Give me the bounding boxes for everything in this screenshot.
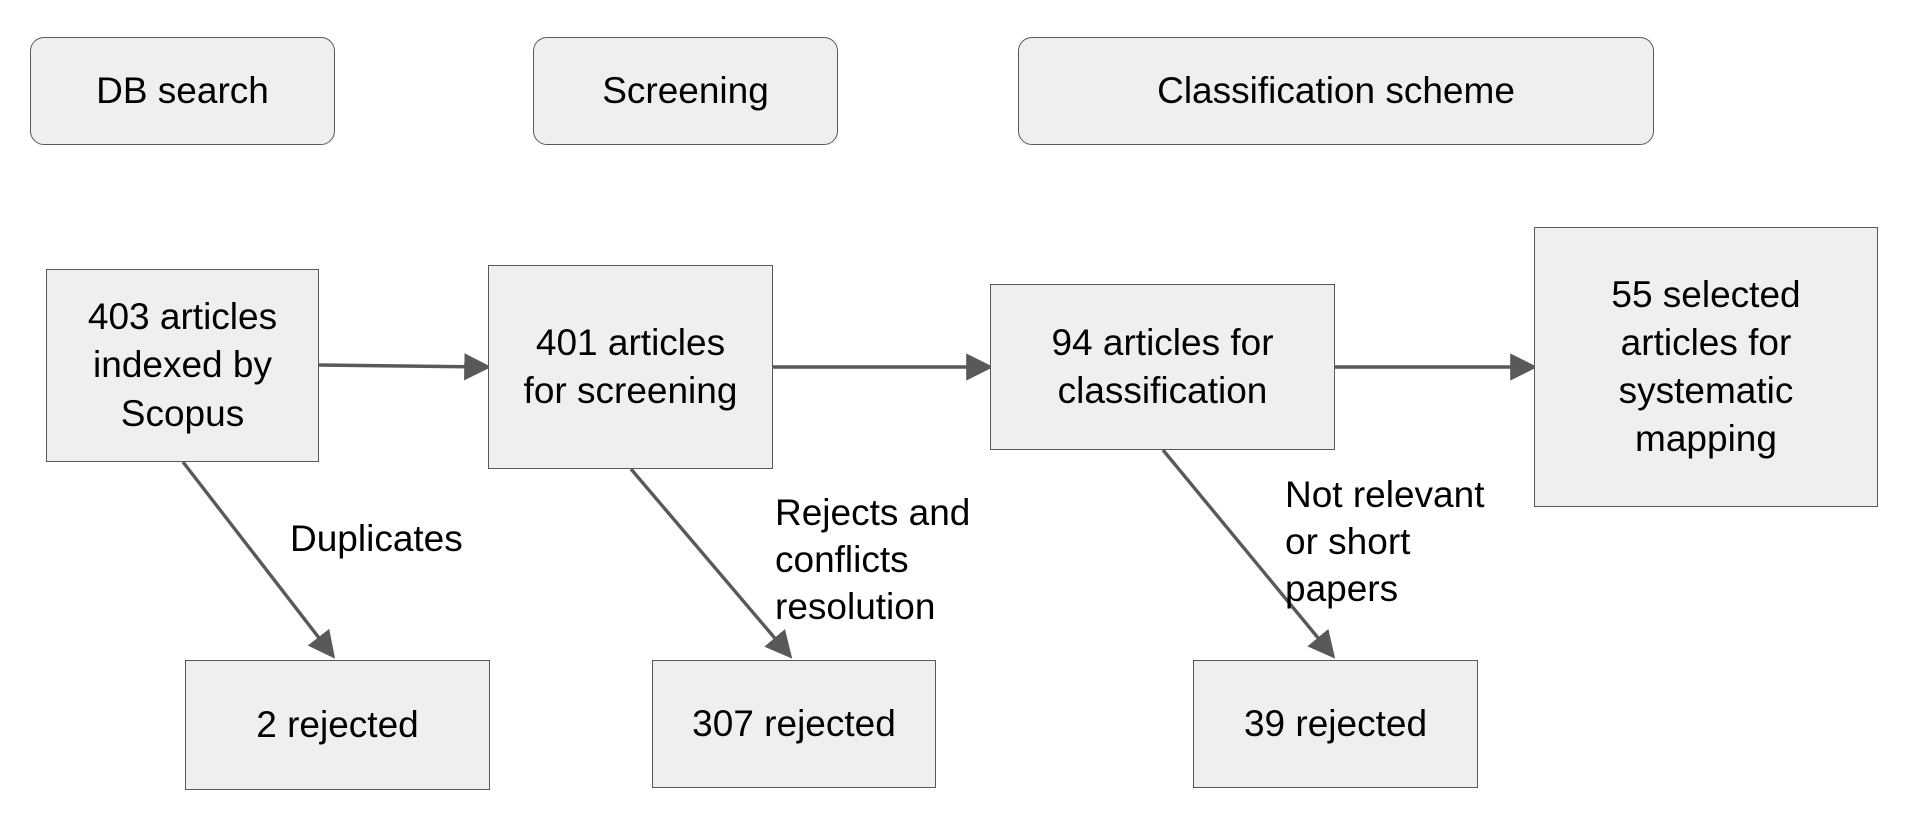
box-classification-text: 94 articles for classification [1051,321,1274,411]
arrow-indexed-to-duplicates [181,460,336,659]
box-articles-for-screening: 401 articles for screening [488,265,773,469]
arrow-screening-to-rejected [629,467,793,659]
arrow-classification-to-rejected [1161,448,1336,659]
phase-classification-label: Classification scheme [1157,70,1515,111]
phase-db-search-label: DB search [96,70,269,111]
phase-screening-label: Screening [602,70,769,111]
phase-classification-scheme: Classification scheme [1018,37,1654,145]
box-rejected-duplicates: 2 rejected [185,660,490,790]
arrow-indexed-to-screening [317,353,492,381]
box-articles-for-classification: 94 articles for classification [990,284,1335,450]
box-indexed-articles: 403 articles indexed by Scopus [46,269,319,462]
box-rejected-classification-text: 39 rejected [1243,702,1428,744]
box-rejected-classification: 39 rejected [1193,660,1478,788]
box-rejected-screening-text: 307 rejected [692,702,896,744]
edge-label-rejects-conflicts: Rejects and conflicts resolution [775,492,971,627]
box-indexed-text: 403 articles indexed by Scopus [87,296,278,434]
box-screening-text: 401 articles for screening [523,321,738,411]
edge-label-duplicates: Duplicates [290,518,463,559]
phase-db-search: DB search [30,37,335,145]
edge-label-not-relevant: Not relevant or short papers [1285,474,1485,609]
box-rejected-duplicates-text: 2 rejected [256,703,419,745]
box-rejected-screening: 307 rejected [652,660,936,788]
box-selected-articles: 55 selected articles for systematic mapp… [1534,227,1878,507]
phase-screening: Screening [533,37,838,145]
box-selected-text: 55 selected articles for systematic mapp… [1611,273,1801,460]
